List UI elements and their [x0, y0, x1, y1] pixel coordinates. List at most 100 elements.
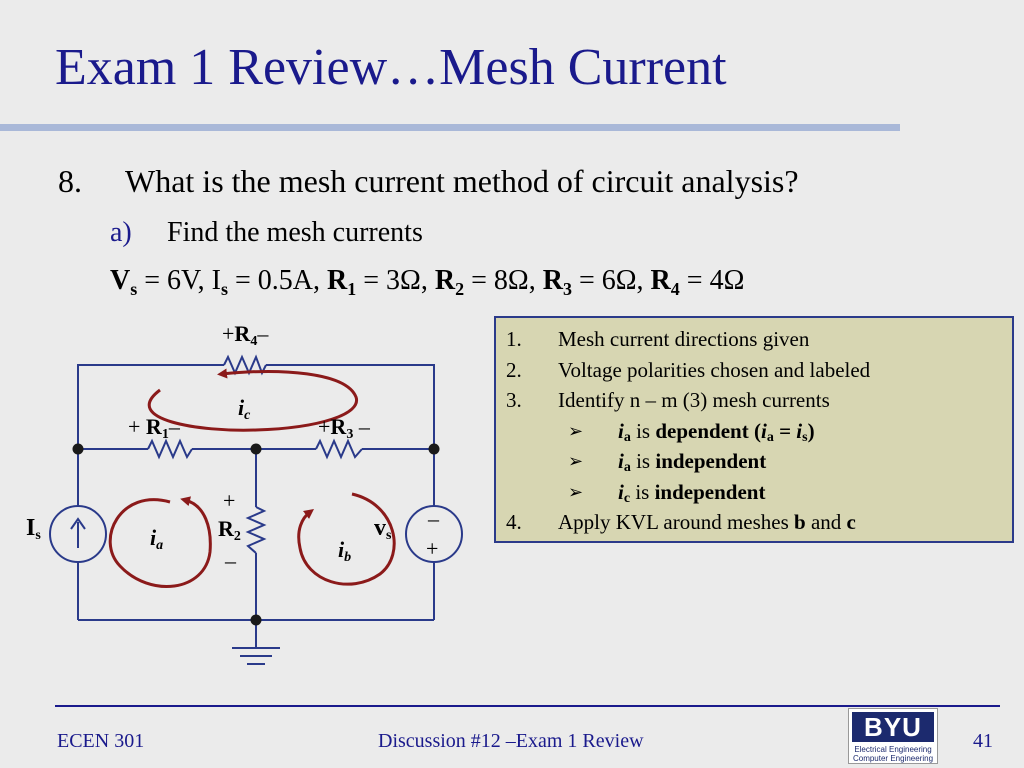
plus-sign: +	[128, 414, 146, 439]
ic-symbol: i	[618, 479, 624, 504]
vs-value: = 6V,	[137, 265, 212, 296]
independent-word: independent	[655, 449, 767, 473]
is-subscript: s	[35, 528, 41, 543]
minus-sign: –	[257, 321, 269, 346]
r2-value: = 8Ω,	[464, 265, 543, 296]
step-number: 2.	[506, 357, 522, 382]
ib-symbol: i	[338, 537, 345, 562]
vs-subscript: s	[386, 528, 392, 543]
logo-line-1: Electrical Engineering	[854, 745, 932, 754]
ia-symbol: i	[760, 418, 767, 443]
ib-subscript: b	[344, 550, 352, 565]
circuit-nodes	[72, 443, 440, 626]
r1-resistor-icon	[147, 438, 193, 460]
r2-plus-label: +	[223, 488, 236, 513]
r3-symbol: R	[330, 414, 347, 439]
is-value: = 0.5A,	[228, 265, 328, 296]
close-paren: )	[807, 418, 815, 443]
ib-label: ib	[338, 539, 351, 565]
current-source-icon	[49, 505, 107, 563]
is-word: is	[630, 418, 656, 443]
step-2: 2. Voltage polarities chosen and labeled	[506, 355, 1012, 386]
bullet-text: ic is independent	[618, 477, 765, 514]
step-text: Apply KVL around meshes b and c	[558, 507, 856, 537]
node-ground	[250, 614, 262, 626]
wire-top-left	[77, 364, 224, 449]
is-symbol: I	[211, 265, 221, 296]
is-word: is	[630, 479, 655, 504]
step-text: Mesh current directions given	[558, 327, 810, 351]
r1-label: + R1–	[128, 416, 180, 442]
arrow-bullet-icon: ➢	[568, 481, 584, 502]
vs-symbol: v	[374, 515, 386, 541]
node-right	[428, 443, 440, 455]
r4-value: = 4Ω	[679, 265, 745, 296]
r1-value: = 3Ω,	[356, 265, 435, 296]
node-middle	[250, 443, 262, 455]
r3-resistor-icon	[315, 438, 363, 460]
vs-plus-label: +	[426, 536, 439, 561]
r3-value: = 6Ω,	[571, 265, 651, 296]
mesh-arrows	[108, 368, 396, 588]
step-text: Identify n – m (3) mesh currents	[558, 388, 830, 412]
step-4: 4. Apply KVL around meshes b and c	[506, 507, 1012, 538]
step-text: Voltage polarities chosen and labeled	[558, 357, 871, 382]
ia-symbol: i	[618, 418, 624, 443]
is-symbol: I	[26, 515, 36, 541]
subquestion-letter: a)	[110, 217, 132, 248]
bullet-ia-dependent: ➢ ia is dependent (ia = is)	[506, 416, 1012, 447]
ia-subscript: a	[156, 538, 164, 553]
arrow-bullet-icon: ➢	[568, 420, 584, 441]
r1-symbol: R	[327, 265, 348, 296]
current-source-arrow-head	[70, 517, 86, 530]
plus-sign: +	[222, 321, 235, 346]
is-current-symbol: i	[796, 418, 803, 443]
is-subscript: s	[802, 429, 808, 445]
step-number: 1.	[506, 327, 522, 351]
r3-symbol: R	[542, 265, 563, 296]
ia-subscript: a	[766, 429, 774, 445]
footer-divider	[55, 705, 1000, 707]
byu-logo-mark: BYU	[852, 712, 934, 742]
question-text: What is the mesh current method of circu…	[125, 163, 799, 199]
r4-symbol: R	[650, 265, 671, 296]
solution-steps-box: 1. Mesh current directions given 2. Volt…	[494, 316, 1014, 543]
step-3: 3. Identify n – m (3) mesh currents	[506, 385, 1012, 416]
minus-sign: –	[353, 414, 370, 439]
independent-word: independent	[654, 479, 766, 504]
node-left	[72, 443, 84, 455]
wire-top-right	[266, 364, 435, 449]
equals-sign: =	[773, 418, 797, 443]
byu-logo: BYU Electrical Engineering Computer Engi…	[848, 708, 938, 764]
plus-sign: +	[318, 414, 331, 439]
ic-label: ic	[238, 397, 250, 423]
mesh-c-arrow-icon	[147, 368, 359, 432]
ic-symbol: i	[238, 395, 245, 420]
page-number: 41	[973, 730, 993, 752]
r2-label: R2	[218, 518, 241, 544]
r3-label: +R3 –	[318, 416, 370, 442]
subquestion-text: Find the mesh currents	[167, 217, 423, 248]
question-number: 8.	[58, 163, 82, 199]
r2-subscript: 2	[455, 279, 465, 299]
r1-symbol: R	[145, 414, 162, 439]
ic-subscript: c	[244, 408, 251, 423]
bullet-text: ia is independent	[618, 446, 766, 483]
r1-subscript: 1	[347, 279, 357, 299]
ia-label: ia	[150, 527, 163, 553]
step-1: 1. Mesh current directions given	[506, 324, 1012, 355]
given-values: Vs = 6V, Is = 0.5A, R1 = 3Ω, R2 = 8Ω, R3…	[110, 265, 744, 300]
r2-resistor-icon	[245, 506, 267, 554]
r2-symbol: R	[218, 516, 234, 541]
r4-symbol: R	[234, 321, 251, 346]
title-underline	[0, 124, 900, 131]
course-label: ECEN 301	[57, 730, 145, 752]
is-word: is	[630, 449, 656, 473]
mesh-a-arrow-icon	[108, 496, 212, 588]
mesh-b-label: b	[794, 510, 806, 534]
r1-subscript: 1	[161, 427, 169, 442]
logo-line-2: Computer Engineering	[852, 754, 934, 763]
r3-subscript: 3	[346, 427, 354, 442]
vs-symbol: V	[110, 265, 131, 296]
